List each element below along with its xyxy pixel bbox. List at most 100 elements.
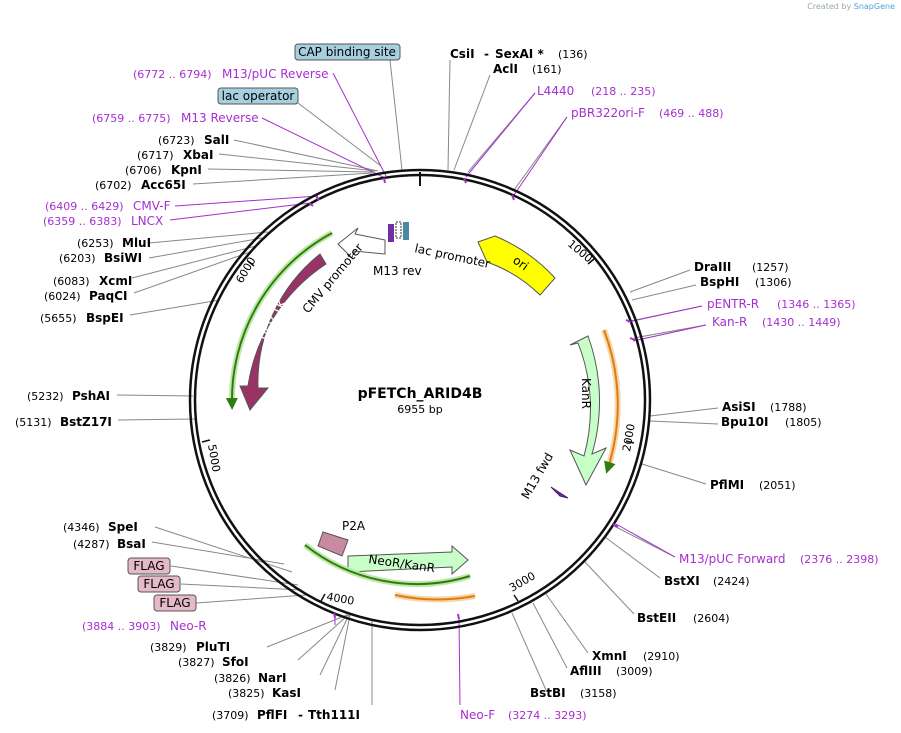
hsvtk-orf: [225, 232, 333, 410]
tick-label-4000: 4000: [325, 590, 355, 608]
site-sexai: SexAI *: [495, 47, 544, 61]
credit-brand: SnapGene: [853, 2, 895, 11]
site-bpu10i: Bpu10I: [721, 415, 768, 429]
site-sfoi-pos: (3827): [178, 656, 215, 669]
site-bsai: BsaI: [117, 537, 146, 551]
neokanr-feature: [347, 544, 469, 576]
primer-kanr-range: (1430 .. 1449): [762, 316, 841, 329]
flag-label-3: FLAG: [159, 596, 190, 610]
primer-m13puc-rev-range: (6772 .. 6794): [133, 68, 212, 81]
primer-m13puc-rev: M13/pUC Reverse: [222, 67, 329, 81]
kanr-feature: [569, 335, 608, 487]
lac-operator-label: lac operator: [222, 89, 295, 103]
kanr-label: KanR: [579, 378, 593, 409]
primer-cmvf-range: (6409 .. 6429): [45, 200, 124, 213]
site-bsteii: BstEII: [637, 611, 676, 625]
hsvtk-label: HSV TK: [258, 297, 290, 344]
site-asisi: AsiSI: [722, 400, 756, 414]
p2a-label: P2A: [342, 519, 366, 533]
site-pflfi: PflFI: [257, 708, 287, 722]
site-draiii: DraIII: [694, 260, 731, 274]
lac-operator-box: [217, 87, 299, 105]
primer-pentr-range: (1346 .. 1365): [777, 298, 856, 311]
site-paqci-pos: (6024): [44, 290, 81, 303]
site-asisi-pos: (1788): [770, 401, 807, 414]
site-bstxi: BstXI: [664, 574, 700, 588]
site-acc65i: Acc65I: [141, 178, 186, 192]
primer-marks: [308, 177, 636, 620]
snapgene-credit: Created by SnapGene: [807, 2, 895, 11]
site-bsiwi: BsiWI: [104, 251, 142, 265]
tick-label-3000: 3000: [507, 569, 538, 594]
site-acli-pos: (161): [532, 63, 562, 76]
site-sali: SalI: [204, 133, 229, 147]
flag-box-3: [153, 594, 197, 612]
lac-operator-mark: [395, 221, 402, 239]
primer-cmvf: CMV-F: [133, 199, 171, 213]
lac-promoter-mark: [403, 222, 409, 240]
site-xbai: XbaI: [183, 148, 213, 162]
site-pshai: PshAI: [72, 389, 110, 403]
site-pshai-pos: (5232): [27, 390, 64, 403]
primer-m13rev: M13 Reverse: [181, 111, 259, 125]
site-paqci: PaqCI: [89, 289, 127, 303]
primer-kanr: Kan-R: [712, 315, 747, 329]
site-xbai-pos: (6717): [137, 149, 174, 162]
kanr-orf: [603, 329, 619, 474]
tick-marks: [201, 258, 635, 602]
site-bstbi: BstBI: [530, 686, 566, 700]
site-xmni-pos: (2910): [643, 650, 680, 663]
p2a-feature: [317, 531, 349, 557]
primer-lncx-range: (6359 .. 6383): [43, 215, 122, 228]
primer-l4440-range: (218 .. 235): [591, 85, 656, 98]
site-mlui-pos: (6253): [77, 237, 114, 250]
site-tth111i: Tth111I: [308, 708, 360, 722]
site-spei: SpeI: [108, 520, 138, 534]
site-csii: CsiI: [450, 47, 475, 61]
backbone-outer: [188, 168, 652, 632]
primer-m13rev-range: (6759 .. 6775): [92, 112, 171, 125]
m13-fwd-label: M13 fwd: [518, 450, 556, 501]
site-mlui: MluI: [122, 236, 151, 250]
site-bsphi-pos: (1306): [755, 276, 792, 289]
site-bsteii-pos: (2604): [693, 612, 730, 625]
site-pflmi-pos: (2051): [759, 479, 796, 492]
flag-label-1: FLAG: [133, 559, 164, 573]
m13-rev-mark: [388, 224, 394, 242]
site-sali-pos: (6723): [158, 134, 195, 147]
site-afliii-pos: (3009): [616, 665, 653, 678]
site-draiii-pos: (1257): [752, 261, 789, 274]
m13-rev-label: M13 rev: [373, 264, 422, 278]
site-pluti: PluTI: [196, 640, 230, 654]
primer-neof: Neo-F: [460, 708, 495, 722]
cmv-promoter-feature: [337, 227, 386, 259]
primer-neof-range: (3274 .. 3293): [508, 709, 587, 722]
hsvtk-feature: [239, 253, 327, 411]
site-csii-pos: (136): [558, 48, 588, 61]
site-bspei-pos: (5655): [40, 312, 77, 325]
tick-label-2000: 2000: [620, 423, 638, 453]
cap-binding-site-box: [294, 43, 401, 61]
site-afliii: AflIII: [570, 664, 602, 678]
flag-box-2: [137, 575, 181, 593]
primer-m13puc-fwd-range: (2376 .. 2398): [800, 553, 879, 566]
m13-fwd-mark: [550, 486, 569, 499]
site-kasi: KasI: [272, 686, 301, 700]
flag-box-1: [127, 557, 171, 575]
site-nari: NarI: [258, 671, 287, 685]
primer-m13puc-fwd: M13/pUC Forward: [679, 552, 786, 566]
site-pflmi: PflMI: [710, 478, 744, 492]
site-bstz17i-pos: (5131): [15, 416, 52, 429]
tick-label-5000: 5000: [205, 443, 223, 473]
site-kpni-pos: (6706): [125, 164, 162, 177]
site-bsiwi-pos: (6203): [59, 252, 96, 265]
site-xcmi: XcmI: [99, 274, 132, 288]
site-kasi-pos: (3825): [228, 687, 265, 700]
primer-pbr322ori: pBR322ori-F: [571, 106, 645, 120]
primer-neor-range: (3884 .. 3903): [82, 620, 161, 633]
site-pluti-pos: (3829): [150, 641, 187, 654]
site-xcmi-pos: (6083): [53, 275, 90, 288]
site-nari-pos: (3826): [214, 672, 251, 685]
site-bstxi-pos: (2424): [713, 575, 750, 588]
